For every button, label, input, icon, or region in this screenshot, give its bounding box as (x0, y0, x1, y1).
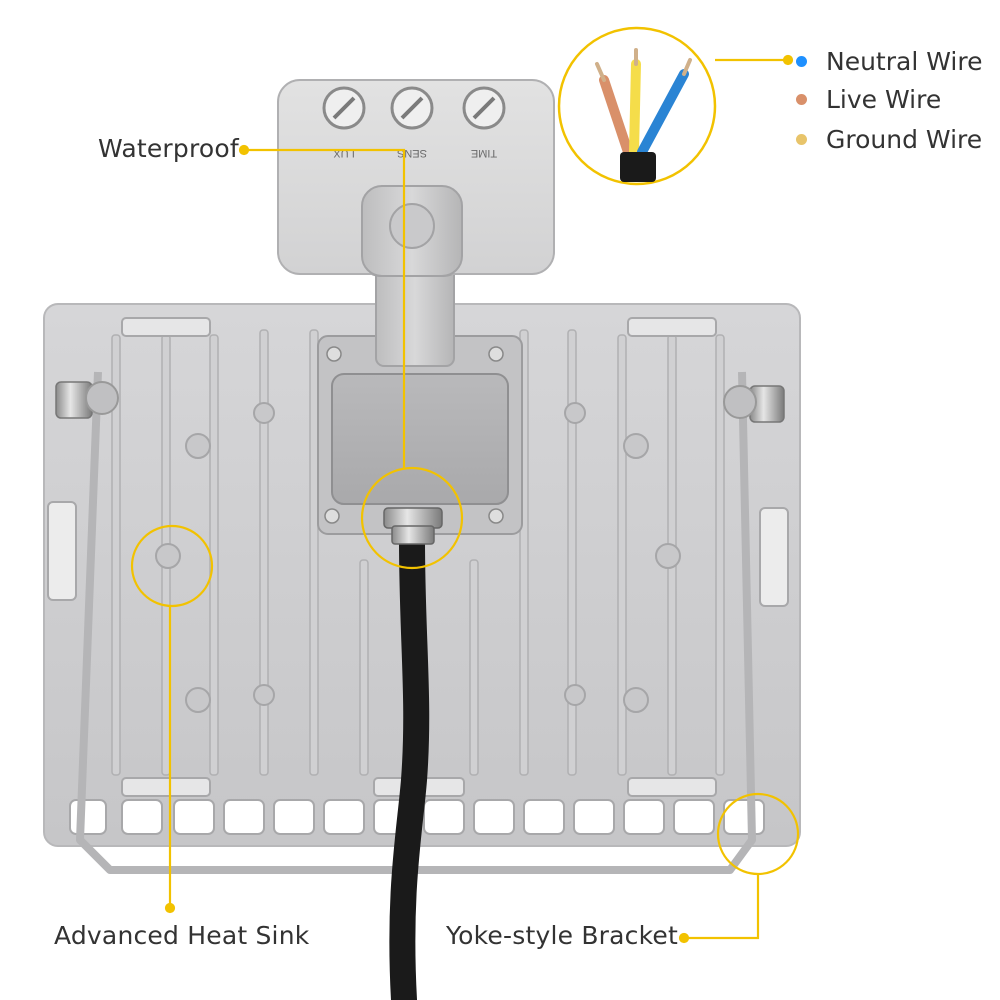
wire-strands (595, 48, 692, 157)
callout-markers (130, 54, 800, 944)
time-knob (462, 86, 506, 130)
side-clips (47, 501, 789, 607)
heat-sink-label: Advanced Heat Sink (54, 921, 310, 950)
mounting-bosses (155, 402, 681, 713)
ground-wire-dot (796, 133, 807, 145)
live-wire-dot (796, 93, 807, 105)
legend-item-ground: Ground Wire (796, 121, 982, 157)
yoke-bracket (76, 371, 756, 874)
box-screws (324, 346, 504, 524)
power-cable (389, 527, 430, 1000)
time-knob-label: TIME (471, 147, 497, 159)
top-clips (121, 317, 717, 797)
legend-label-neutral: Neutral Wire (826, 46, 983, 76)
sens-knob (390, 86, 434, 130)
sens-knob-label: SENS (397, 147, 427, 159)
lux-knob-label: LUX (333, 147, 355, 159)
waterproof-label: Waterproof (98, 134, 239, 163)
legend-item-live: Live Wire (796, 81, 941, 117)
legend-label-live: Live Wire (826, 84, 942, 114)
bracket-label: Yoke-style Bracket (446, 921, 678, 950)
lux-knob (322, 86, 366, 130)
legend-label-ground: Ground Wire (826, 124, 983, 154)
sensor-knobs: LUX SENS TIME (322, 86, 506, 159)
cable-jacket (620, 152, 656, 182)
bracket-knobs (55, 381, 785, 423)
legend-item-neutral: Neutral Wire (796, 43, 982, 79)
wire-inset (557, 26, 717, 186)
neutral-wire-dot (796, 55, 807, 67)
cable-gland (383, 507, 443, 545)
